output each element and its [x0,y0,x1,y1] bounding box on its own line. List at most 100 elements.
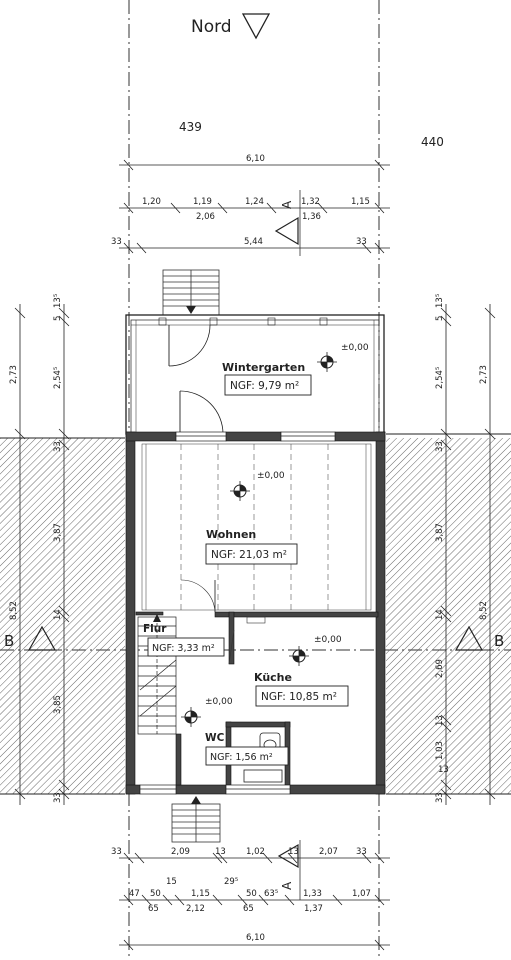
dim-right-1: 2,54⁵ [435,367,445,389]
dim-bot2-1: 47 [129,889,140,899]
level-marker-icon [230,481,250,501]
dim-left-outer-2: 8,52 [9,601,19,620]
dim-bot-4: 1,02 [246,847,265,857]
section-a-top-label: A [280,200,294,209]
section-b-left-label: B [4,632,14,650]
dim-top-1: 1,20 [142,197,161,207]
dim-left-3: 3,87 [53,523,63,542]
dim-right-small-2: 13⁵ [435,294,445,308]
dim-bot-overall: 6,10 [246,933,265,943]
flur-ngf-box [147,637,225,657]
dim-bot2-9: 1,07 [352,889,371,899]
dim-bot2-sub-4: 1,37 [304,904,323,914]
dim-left-outer-1: 2,73 [9,365,19,384]
wc-name: WC [205,732,225,744]
wintergarten-ngf: NGF: 9,79 m² [230,380,299,392]
right-dimensions [440,304,496,805]
kueche-name: Küche [254,671,292,684]
dim-right-8: 33 [435,792,445,803]
wc-ngf: NGF: 1,56 m² [210,752,273,763]
dim-bot-6: 2,07 [319,847,338,857]
flur-name: Flur [143,623,167,635]
wohnen-floor-lines [141,443,372,613]
section-a-bottom-icon [277,843,299,869]
dim-bot2-sub-3: 65 [243,904,254,914]
dim-bot-3: 13 [215,847,226,857]
dim-right-outer-1: 2,73 [479,365,489,384]
dim-top-5: 1,15 [351,197,370,207]
kueche-ngf-box [255,685,349,707]
kueche-fixtures [228,616,266,665]
kueche-level: ±0,00 [314,635,342,645]
dim-left-6: 33 [53,792,63,803]
dim-left-4: 14 [53,609,63,620]
dim-bot2-2: 50 [150,889,161,899]
dim-right-4: 14 [435,609,445,620]
dim-top-4: 1,32 [301,197,320,207]
dim-top-sub-1: 2,06 [196,212,215,222]
dim-left-2: 33 [53,441,63,452]
plot-number-left: 439 [179,120,202,134]
section-a-top-icon [274,216,299,246]
section-b-right-label: B [494,632,504,650]
neighbor-hatch-right [386,438,511,794]
dim-right-6: 13 [435,715,445,726]
windows-top [175,431,336,442]
section-b-right-icon [454,625,484,651]
dim-right-small-3: 13 [438,765,449,775]
dim-bot-1: 33 [111,847,122,857]
level-marker-icon [181,707,201,727]
dim-bot2-4: 1,15 [191,889,210,899]
kueche-ngf: NGF: 10,85 m² [261,691,337,703]
wintergarten-level: ±0,00 [341,343,369,353]
dim-top-3: 1,24 [245,197,264,207]
wintergarten-ngf-box [224,374,312,396]
flur-ngf: NGF: 3,33 m² [152,643,215,654]
dim-bot2-7: 63⁵ [264,889,278,899]
dim-bot-5: 13 [288,847,299,857]
dim-top-inner: 5,44 [244,237,263,247]
dim-bot2-sub-2: 2,12 [186,904,205,914]
dim-right-outer-2: 8,52 [479,601,489,620]
wc-ngf-box [205,746,289,766]
plot-number-right: 440 [421,135,444,149]
level-marker-icon [289,646,309,666]
wohnen-ngf: NGF: 21,03 m² [211,549,287,561]
dim-bot2-3: 15 [166,877,177,887]
dim-bot2-6: 50 [246,889,257,899]
dim-left-small-1: 5 [53,316,63,321]
entrance-steps-top [162,269,220,316]
dim-bot-7: 33 [356,847,367,857]
left-dimensions [14,304,70,805]
flur-level: ±0,00 [205,697,233,707]
wohnen-level: ±0,00 [257,471,285,481]
wohnen-name: Wohnen [206,528,256,541]
dim-top-2: 1,19 [193,197,212,207]
dim-left-small-2: 13⁵ [53,294,63,308]
top-dimensions [119,159,390,254]
north-label: Nord [191,17,232,37]
dim-left-1: 2,54⁵ [53,367,63,389]
level-marker-icon [317,352,337,372]
dim-top-overall: 6,10 [246,154,265,164]
dim-bot2-sub-1: 65 [148,904,159,914]
wohnen-ngf-box [205,543,298,565]
wintergarten-name: Wintergarten [222,361,305,374]
wintergarten-walls [125,314,385,435]
dim-top-wall-r: 33 [356,237,367,247]
entrance-steps-bottom [171,796,221,843]
dim-bot2-8: 1,33 [303,889,322,899]
dim-right-5: 2,69 [435,659,445,678]
windows-bottom [139,784,291,795]
dim-bot-2: 2,09 [171,847,190,857]
dim-top-wall-l: 33 [111,237,122,247]
dim-right-7: 1,03 [435,741,445,760]
dim-left-5: 3,85 [53,695,63,714]
dim-top-sub-2: 1,36 [302,212,321,222]
dim-right-small-1: 5 [435,316,445,321]
section-a-bottom-label: A [280,881,294,890]
dim-right-3: 3,87 [435,523,445,542]
dim-right-2: 33 [435,441,445,452]
dim-bot2-5: 29⁵ [224,877,238,887]
